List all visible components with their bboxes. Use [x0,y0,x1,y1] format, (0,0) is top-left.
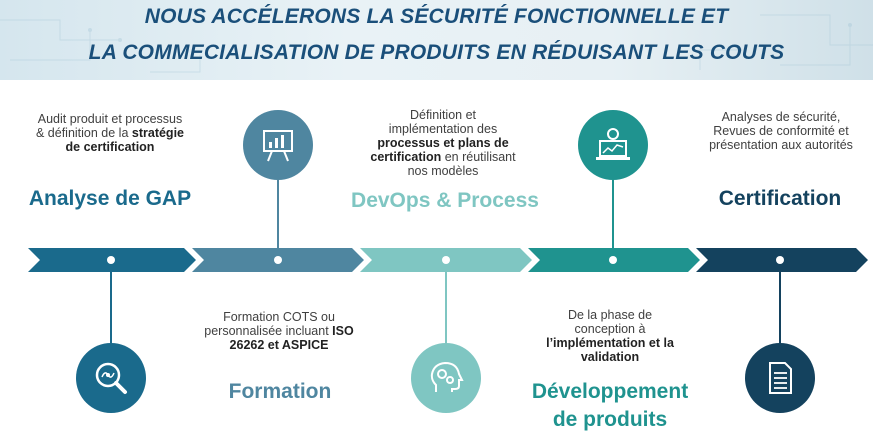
step-1-circle [76,343,146,413]
step-5-title: Certification [718,187,842,210]
stem-5 [779,263,781,343]
timeline-dot-5 [776,256,784,264]
presentation-board-icon [263,130,293,162]
stem-2 [277,180,279,260]
step-4-title-line-1: Développement [531,380,689,403]
step-1-description: Audit produit et processus & définition … [35,112,184,154]
step-4-description: De la phase de conception à l’implémenta… [546,308,674,364]
step-4-title: Développement de produits [500,378,720,434]
stem-1 [110,263,112,343]
stem-4 [612,180,614,260]
circuit-background [0,14,873,73]
timeline-dot-2 [274,256,282,264]
step-3-circle [411,343,481,413]
step-3-description: Définition et implémentation des process… [370,108,516,178]
step-4-title-line-2: de produits [552,408,668,431]
step-2-circle [243,110,313,180]
document-icon [769,362,792,394]
step-2-title: Formation [228,380,332,403]
header-banner: NOUS ACCÉLERONS LA SÉCURITÉ FONCTIONNELL… [0,0,873,80]
banner-title-line-1: NOUS ACCÉLERONS LA SÉCURITÉ FONCTIONNELL… [144,5,729,28]
timeline-dot-1 [107,256,115,264]
step-3-title: DevOps & Process [351,189,539,212]
timeline-dot-3 [442,256,450,264]
step-1-title: Analyse de GAP [28,187,192,210]
stem-3 [445,263,447,343]
head-gears-icon [430,361,464,392]
step-4-circle [578,110,648,180]
step-5-description: Analyses de sécurité, Revues de conformi… [709,110,853,152]
step-2-description: Formation COTS ou personnalisée incluant… [204,310,354,352]
laptop-chart-icon [596,128,630,160]
step-5-circle [745,343,815,413]
timeline-dot-4 [609,256,617,264]
banner-title-line-2: LA COMMECIALISATION DE PRODUITS EN RÉDUI… [88,41,785,64]
magnifier-icon [95,362,127,394]
